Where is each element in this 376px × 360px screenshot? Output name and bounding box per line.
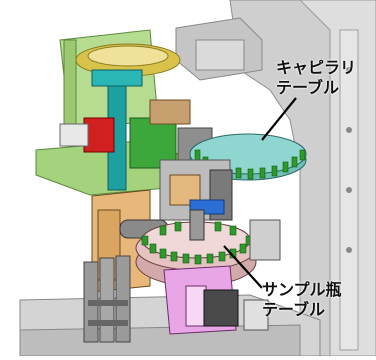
capillary-table-label-line2: テーブル [276,78,340,97]
sample-bottle-table-label-line1: サンプル瓶 [262,280,342,299]
teal-column [91,69,143,191]
sample-bottle-table-label: サンプル瓶 テーブル [262,280,342,320]
yellow-ring [75,43,181,77]
frame-housing [175,0,376,357]
capillary-table-label: キャピラリ テーブル [276,58,356,98]
red-block [59,117,115,153]
callout-arrows [223,97,297,289]
magenta-stand [163,219,281,335]
capillary-table-label-line1: キャピラリ [276,58,357,77]
sample-bottle-table-label-line2: テーブル [262,300,326,319]
